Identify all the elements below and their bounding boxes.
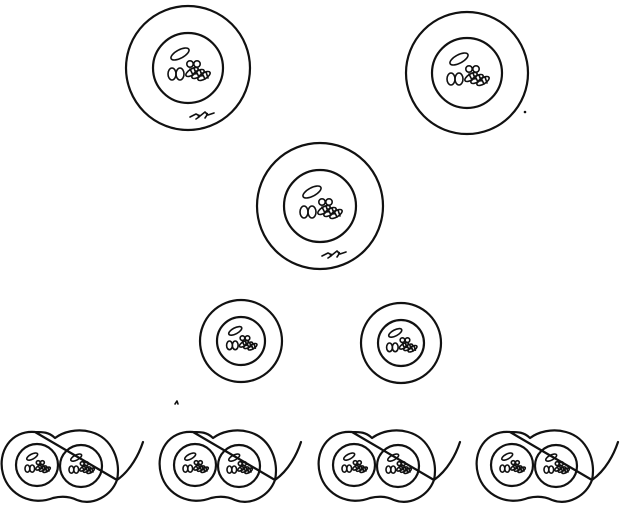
chromosome-band: [251, 345, 253, 349]
dividing-cell-2: [160, 430, 301, 501]
chromosome-oval: [387, 327, 403, 339]
chromosome-oval: [176, 68, 184, 80]
chromosome-ring: [397, 462, 401, 466]
chromosome-ring: [466, 66, 472, 72]
chromosome-ring: [353, 461, 357, 465]
chromosome-ring: [473, 66, 479, 72]
chromosome-oval: [455, 73, 463, 85]
chromosome-oval: [343, 452, 356, 462]
chromosome-ring: [36, 461, 40, 465]
chromosome-oval: [448, 51, 470, 68]
chromosome-oval: [26, 452, 39, 462]
dividing-cell-3: [319, 430, 460, 501]
debris-dot: [330, 254, 333, 257]
chromosome-ring: [240, 336, 245, 341]
chromosome-oval: [169, 46, 191, 63]
chromosome-oval: [308, 206, 316, 218]
chromosome-oval: [74, 466, 79, 473]
small-cell-right: [361, 303, 441, 383]
chromosome-oval: [188, 465, 193, 472]
debris-dot: [206, 113, 208, 115]
dividing-cell-1: [2, 430, 143, 501]
chromosome-oval: [347, 465, 352, 472]
chromosome-oval: [501, 452, 514, 462]
debris-mark: [190, 112, 214, 119]
chromosome-oval: [392, 343, 398, 352]
chromosome-band: [250, 468, 251, 472]
chromosome-oval: [227, 325, 243, 337]
small-cell-left: [200, 300, 282, 382]
large-cell-left: [126, 6, 250, 130]
chromosome-oval: [168, 68, 176, 80]
chromosome-band: [48, 467, 49, 471]
nucleus: [284, 170, 356, 242]
nucleus: [432, 38, 502, 108]
dividing-cell-4: [477, 430, 618, 501]
chromosome-oval: [30, 465, 35, 472]
chromosome-oval: [549, 466, 554, 473]
ink-speck: [524, 111, 527, 114]
nucleus: [378, 320, 424, 366]
chromosome-oval: [184, 452, 197, 462]
chromosome-oval: [301, 184, 323, 201]
nucleus: [153, 33, 223, 103]
chromosome-ring: [511, 461, 515, 465]
chromosome-band: [409, 468, 410, 472]
ink-speck: [175, 401, 178, 404]
chromosome-ring: [326, 199, 332, 205]
chromosome-oval: [232, 466, 237, 473]
chromosome-band: [523, 467, 524, 471]
chromosome-ring: [245, 336, 250, 341]
chromosome-band: [411, 347, 413, 351]
chromosome-band: [567, 468, 568, 472]
cell-wall: [126, 6, 250, 130]
chromosome-ring: [400, 338, 405, 343]
debris-mark: [322, 251, 346, 258]
cell-wall: [257, 143, 383, 269]
chromosome-ring: [319, 199, 325, 205]
chromosome-oval: [227, 341, 233, 350]
cell-wall: [200, 300, 282, 382]
chromosome-band: [92, 468, 93, 472]
chromosome-band: [206, 467, 207, 471]
large-cell-center: [257, 143, 383, 269]
chromosome-oval: [232, 341, 238, 350]
debris-dot: [198, 115, 201, 118]
chromosome-oval: [447, 73, 455, 85]
chromosome-oval: [505, 465, 510, 472]
debris-dot: [338, 252, 340, 254]
cell-wall: [361, 303, 441, 383]
chromosome-ring: [80, 462, 84, 466]
chromosome-ring: [405, 338, 410, 343]
chromosome-ring: [194, 61, 200, 67]
nucleus: [217, 317, 265, 365]
chromosome-oval: [391, 466, 396, 473]
chromosome-oval: [387, 343, 393, 352]
chromosome-ring: [187, 61, 193, 67]
chromosome-oval: [300, 206, 308, 218]
cell-wall: [406, 12, 528, 134]
chromosome-ring: [238, 462, 242, 466]
chromosome-ring: [194, 461, 198, 465]
chromosome-band: [365, 467, 366, 471]
large-cell-right: [406, 12, 528, 134]
chromosome-ring: [555, 462, 559, 466]
